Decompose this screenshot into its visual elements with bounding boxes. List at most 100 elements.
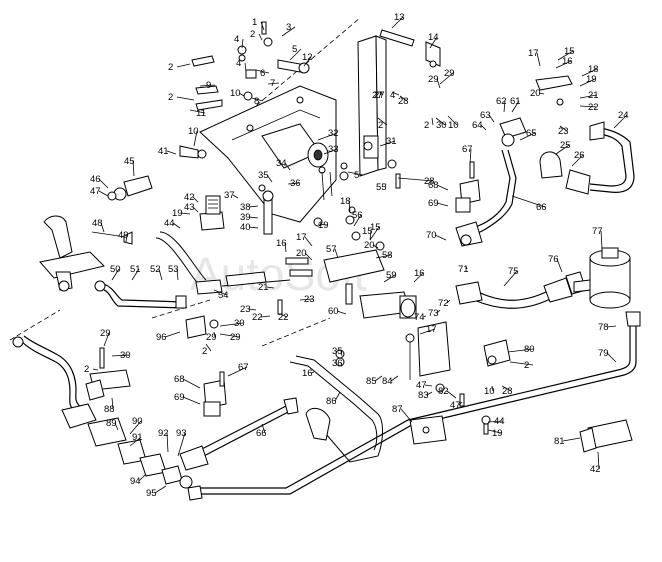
- callout-80: 80: [524, 344, 535, 355]
- callout-leader: [192, 196, 199, 203]
- callout-leader: [422, 315, 427, 318]
- valve-block-57: [323, 249, 417, 319]
- callout-66: 66: [256, 428, 267, 439]
- callout-29: 29: [428, 74, 439, 85]
- callout-leader: [232, 194, 239, 199]
- callout-61: 61: [510, 96, 521, 107]
- callout-56: 56: [352, 210, 363, 221]
- callout-47: 47: [90, 186, 101, 197]
- callout-16: 16: [276, 238, 287, 249]
- callout-35: 35: [258, 170, 269, 181]
- callout-47: 47: [416, 380, 427, 391]
- callout-leader: [260, 21, 265, 31]
- callout-leader: [435, 117, 446, 126]
- callout-12: 12: [302, 52, 313, 63]
- callout-2: 2: [168, 92, 173, 103]
- hose-54-lower: [12, 335, 167, 477]
- callout-leader: [439, 72, 454, 85]
- callout-leader: [182, 378, 201, 389]
- callout-leader: [491, 385, 494, 392]
- callout-82: 82: [438, 386, 449, 397]
- clip-96: [185, 315, 219, 339]
- callout-42: 42: [184, 192, 195, 203]
- callout-20: 20: [364, 240, 375, 251]
- hose-79: [190, 326, 637, 495]
- callout-91: 91: [132, 432, 143, 443]
- callout-leader: [129, 436, 142, 447]
- callout-18: 18: [340, 196, 351, 207]
- callout-2: 2: [84, 364, 89, 375]
- callout-30: 30: [436, 120, 447, 131]
- callout-47: 47: [450, 400, 461, 411]
- callout-leader: [579, 94, 598, 99]
- callout-leader: [111, 397, 114, 410]
- callout-leader: [255, 69, 270, 74]
- callout-leader: [241, 38, 244, 49]
- callout-leader: [299, 298, 314, 301]
- callout-41: 41: [158, 146, 169, 157]
- callout-leader: [111, 354, 130, 357]
- callout-22: 22: [588, 102, 599, 113]
- callout-4: 4: [390, 90, 395, 101]
- callout-leader: [281, 26, 296, 37]
- callout-16: 16: [562, 56, 573, 67]
- callout-leader: [284, 242, 287, 253]
- callout-23: 23: [304, 294, 315, 305]
- callout-9: 9: [206, 80, 211, 91]
- callout-16: 16: [302, 368, 313, 379]
- callout-leader: [348, 200, 351, 213]
- callout-43: 43: [184, 202, 195, 213]
- callout-leader: [606, 325, 617, 328]
- callout-69: 69: [174, 392, 185, 403]
- callout-leader: [267, 82, 280, 85]
- callout-62: 62: [496, 96, 507, 107]
- callout-71: 71: [458, 264, 469, 275]
- callout-leader: [260, 315, 271, 318]
- callout-51: 51: [130, 264, 141, 275]
- callout-34: 34: [276, 158, 287, 169]
- callout-29: 29: [230, 332, 241, 343]
- fitting-95: [161, 465, 203, 501]
- callout-leader: [166, 432, 169, 453]
- callout-40: 40: [240, 222, 251, 233]
- callout-10: 10: [484, 386, 495, 397]
- callout-28: 28: [398, 96, 409, 107]
- callout-2: 2: [424, 120, 429, 131]
- callout-86: 86: [326, 396, 337, 407]
- callout-leader: [323, 148, 338, 155]
- cable-66-lower: [179, 397, 299, 471]
- callout-leader: [434, 234, 447, 241]
- callout-leader: [559, 125, 568, 132]
- callout-29: 29: [100, 328, 111, 339]
- callout-leader: [347, 171, 364, 176]
- callout-leader: [379, 91, 384, 96]
- callout-94: 94: [130, 476, 141, 487]
- callout-66: 66: [536, 202, 547, 213]
- callout-27: 27: [372, 90, 383, 101]
- callout-4: 4: [234, 34, 239, 45]
- callout-leader: [375, 254, 392, 259]
- callout-leader: [132, 160, 135, 177]
- callout-67: 67: [238, 362, 249, 373]
- callout-76: 76: [548, 254, 559, 265]
- callout-38: 38: [240, 202, 251, 213]
- callout-leader: [397, 177, 434, 182]
- callout-leader: [199, 84, 216, 87]
- callout-10: 10: [448, 120, 459, 131]
- callout-25: 25: [560, 140, 571, 151]
- callout-leader: [219, 322, 244, 327]
- main-bracket: [199, 85, 337, 223]
- callout-leader: [213, 289, 228, 296]
- callout-leader: [114, 422, 119, 431]
- callout-15: 15: [370, 222, 381, 233]
- rod-38: [258, 184, 274, 235]
- callout-leader: [446, 390, 457, 399]
- callout-leader: [192, 206, 199, 213]
- callout-leader: [487, 420, 504, 423]
- callout-42: 42: [590, 464, 601, 475]
- cable-assembly-54: [155, 195, 291, 295]
- callout-49: 49: [118, 230, 129, 241]
- callout-leader: [480, 124, 487, 131]
- callout-leader: [390, 375, 399, 382]
